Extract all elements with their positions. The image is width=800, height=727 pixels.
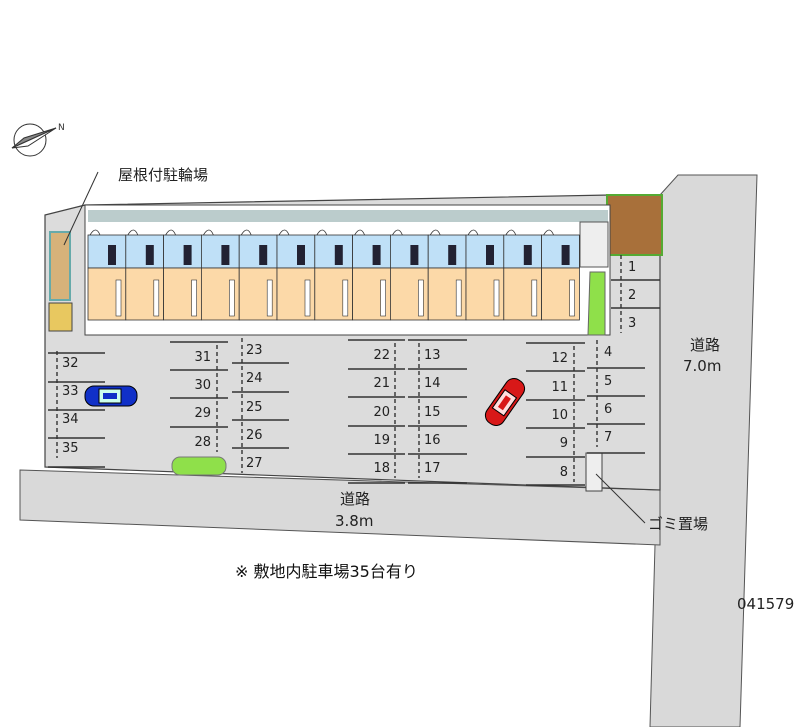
parking-space-number: 28 xyxy=(194,435,211,450)
road-bottom-name: 道路 xyxy=(340,490,370,508)
bike-parking-leader xyxy=(63,171,99,246)
parking-space-number: 26 xyxy=(246,428,263,443)
apartment-unit xyxy=(352,229,391,321)
parking-space-number: 34 xyxy=(62,412,79,427)
road-right-name: 道路 xyxy=(690,336,720,354)
apartment-unit xyxy=(503,229,542,321)
parking-space-number: 10 xyxy=(551,408,568,423)
apartment-unit xyxy=(125,229,165,321)
road-right xyxy=(649,174,758,727)
parking-space-number: 4 xyxy=(604,345,612,360)
listing-id: 041579 xyxy=(737,595,794,613)
parking-space-number: 25 xyxy=(246,400,263,415)
parking-space-number: 31 xyxy=(194,350,211,365)
car-red-icon xyxy=(484,378,526,426)
apartment-unit xyxy=(87,229,127,321)
parking-space-number: 23 xyxy=(246,343,263,358)
apartment-unit xyxy=(389,229,429,321)
parking-space-number: 33 xyxy=(62,384,79,399)
parking-space-number: 29 xyxy=(194,406,211,421)
parking-space-number: 2 xyxy=(628,288,636,303)
compass-north-label: N xyxy=(58,123,65,133)
bike-parking-area xyxy=(49,231,71,301)
road-right-width: 7.0m xyxy=(683,357,721,375)
parking-space-number: 19 xyxy=(373,433,390,448)
parking-space-number: 15 xyxy=(424,405,441,420)
parking-space-number: 21 xyxy=(373,376,390,391)
parking-space-number: 7 xyxy=(604,430,612,445)
parking-space-number: 18 xyxy=(373,461,390,476)
parking-space-number: 13 xyxy=(424,348,441,363)
apartment-unit xyxy=(314,229,353,321)
car-blue-icon xyxy=(84,385,138,407)
apartment-building xyxy=(84,204,611,336)
parking-space-number: 5 xyxy=(604,374,612,389)
parking-space-number: 30 xyxy=(194,378,211,393)
apartment-unit xyxy=(276,229,316,321)
apartment-unit xyxy=(163,229,202,321)
parking-space-number: 32 xyxy=(62,356,79,371)
apartment-unit xyxy=(200,229,240,321)
apartment-unit xyxy=(238,229,278,321)
parking-space-number: 1 xyxy=(628,260,636,275)
parking-space-number: 14 xyxy=(424,376,441,391)
apartment-unit xyxy=(541,229,580,321)
bike-parking-box xyxy=(48,302,73,332)
parking-space-number: 24 xyxy=(246,371,263,386)
garbage-label: ゴミ置場 xyxy=(648,515,708,533)
road-bottom-width: 3.8m xyxy=(335,512,373,530)
planting-bush xyxy=(171,456,227,476)
parking-space-number: 9 xyxy=(560,436,568,451)
compass-icon: N xyxy=(11,123,65,157)
apartment-unit xyxy=(465,229,505,321)
garbage-area xyxy=(585,452,603,492)
parking-space-number: 12 xyxy=(551,351,568,366)
parking-space-number: 16 xyxy=(424,433,441,448)
parking-spaces: 3233343531302928232425262722212019181314… xyxy=(48,255,660,486)
parking-space-number: 3 xyxy=(628,316,636,331)
parking-space-number: 20 xyxy=(373,405,390,420)
parking-space-number: 17 xyxy=(424,461,441,476)
bike-parking-label: 屋根付駐輪場 xyxy=(118,166,208,184)
parking-space-number: 22 xyxy=(373,348,390,363)
parking-space-number: 27 xyxy=(246,456,263,471)
parking-space-number: 35 xyxy=(62,441,79,456)
parking-space-number: 11 xyxy=(551,380,568,395)
garbage-leader xyxy=(595,473,646,524)
parking-space-number: 8 xyxy=(560,465,568,480)
parking-note: ※ 敷地内駐車場35台有り xyxy=(235,562,418,581)
apartment-unit xyxy=(427,229,467,321)
top-right-hedge xyxy=(606,194,663,256)
parking-space-number: 6 xyxy=(604,402,612,417)
